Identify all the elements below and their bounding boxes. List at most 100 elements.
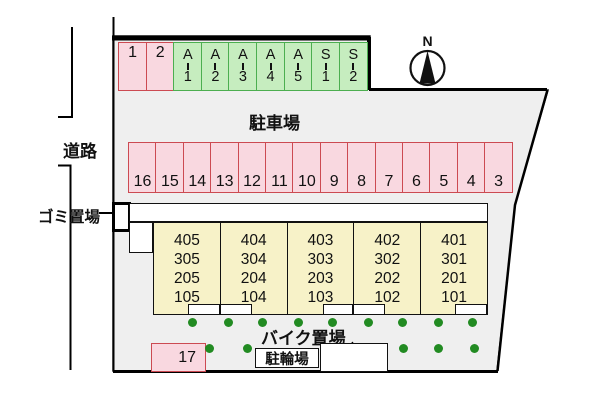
room-number: 101 — [441, 288, 468, 306]
stall-letter: S — [348, 47, 359, 63]
north-arrow-icon — [409, 49, 446, 87]
stall-a1: A 1 — [173, 42, 203, 91]
room-column-4: 404 304 204 104 — [219, 223, 287, 314]
hyphen-glyph — [269, 63, 272, 70]
stall-label: 1 — [128, 44, 138, 61]
shrub-dot — [434, 344, 443, 353]
parking-lot-label: 駐車場 — [249, 114, 300, 133]
shrub-dot — [468, 318, 477, 327]
parking-space-9: 9 — [319, 142, 349, 193]
hyphen-glyph — [241, 63, 244, 70]
room-number: 302 — [374, 250, 401, 268]
room-number: 102 — [374, 288, 401, 306]
room-column-5: 405 305 205 105 — [154, 223, 220, 314]
stall-number: 1 — [321, 69, 330, 85]
parking-space-15: 15 — [155, 142, 185, 193]
building-corridor — [129, 203, 488, 222]
apartment-building: 405 305 205 105 404 304 204 104 403 303 … — [153, 222, 488, 315]
room-number: 301 — [441, 250, 468, 268]
stall-a3: A 3 — [228, 42, 258, 91]
parking-space-5: 5 — [429, 142, 459, 193]
shrub-dot — [434, 318, 443, 327]
shrub-dot — [399, 344, 408, 353]
stall-a2: A 2 — [200, 42, 230, 91]
parking-space-13: 13 — [210, 142, 240, 193]
entrance-notch — [455, 304, 487, 315]
stall-letter: S — [320, 47, 331, 63]
parking-space-4: 4 — [456, 142, 486, 193]
stall-number: 2 — [349, 69, 358, 85]
stall-1: 1 — [118, 42, 148, 91]
shrub-dot — [224, 318, 233, 327]
stall-number: 2 — [211, 69, 220, 85]
stall-number: 3 — [238, 69, 247, 85]
room-number: 405 — [173, 231, 200, 249]
shrub-dot — [258, 318, 267, 327]
shrub-dot — [470, 344, 479, 353]
room-number: 402 — [374, 231, 401, 249]
stall-label: 17 — [178, 348, 196, 366]
room-number: 201 — [441, 269, 468, 287]
hyphen-glyph — [352, 63, 355, 70]
road-line-upper — [58, 27, 73, 118]
shrub-dot — [294, 318, 303, 327]
parking-space-17: 17 — [151, 343, 206, 372]
room-number: 304 — [240, 250, 267, 268]
parking-space-8: 8 — [347, 142, 377, 193]
parking-space-7: 7 — [374, 142, 404, 193]
road-line-lower — [58, 164, 72, 370]
stall-a4: A 4 — [255, 42, 286, 91]
shrub-dot — [364, 318, 373, 327]
parking-stall-row: 16 15 14 13 12 11 10 9 8 7 6 5 4 3 — [128, 142, 514, 193]
room-number: 204 — [240, 269, 267, 287]
road-label: 道路 — [63, 142, 97, 161]
hyphen-glyph — [214, 63, 217, 70]
room-number: 103 — [307, 288, 334, 306]
stall-s2: S 2 — [338, 42, 368, 91]
bicycle-area-label: 駐輪場 — [265, 351, 309, 368]
room-number: 202 — [374, 269, 401, 287]
bicycle-area-label-box: 駐輪場 — [255, 348, 319, 368]
room-number: 105 — [173, 288, 200, 306]
stall-letter: A — [210, 47, 221, 63]
stall-number: 4 — [266, 69, 275, 85]
stall-2: 2 — [145, 42, 175, 91]
stall-letter: A — [293, 47, 303, 63]
shrub-dot — [398, 318, 407, 327]
room-number: 203 — [307, 269, 334, 287]
entrance-notch — [353, 304, 385, 315]
stall-a5: A 5 — [283, 42, 313, 91]
stall-letter: A — [182, 47, 193, 63]
stall-number: 1 — [183, 69, 192, 85]
header-stall-row: 1 2 A 1 A 2 A 3 A 4 A 5 S 1 — [118, 42, 368, 91]
shrub-dot — [243, 344, 252, 353]
parking-space-16: 16 — [128, 142, 157, 193]
stall-label: 2 — [155, 44, 165, 61]
compass-n-label: N — [422, 33, 433, 49]
entrance-notch — [220, 304, 252, 315]
shrub-dot — [188, 318, 197, 327]
hyphen-glyph — [186, 63, 189, 70]
room-number: 303 — [307, 250, 334, 268]
parking-space-10: 10 — [292, 142, 322, 193]
room-column-1: 401 301 201 101 — [420, 223, 487, 314]
parking-space-14: 14 — [182, 142, 212, 193]
garbage-area-label: ゴミ置場 — [38, 209, 101, 226]
room-number: 305 — [173, 250, 200, 268]
room-number: 401 — [441, 231, 468, 249]
shrub-dot — [328, 318, 337, 327]
room-column-3: 403 303 203 103 — [286, 223, 354, 314]
room-number: 404 — [240, 231, 267, 249]
stall-letter: A — [265, 47, 276, 63]
room-column-2: 402 302 202 102 — [353, 223, 420, 314]
stall-s1: S 1 — [311, 42, 341, 91]
room-number: 403 — [307, 231, 334, 249]
parking-space-3: 3 — [484, 142, 514, 193]
hyphen-glyph — [324, 63, 327, 70]
room-number: 104 — [240, 288, 267, 306]
parking-space-12: 12 — [237, 142, 267, 193]
entrance-notch — [323, 304, 353, 315]
shrub-dot — [205, 344, 214, 353]
building-west-stair — [129, 222, 153, 253]
